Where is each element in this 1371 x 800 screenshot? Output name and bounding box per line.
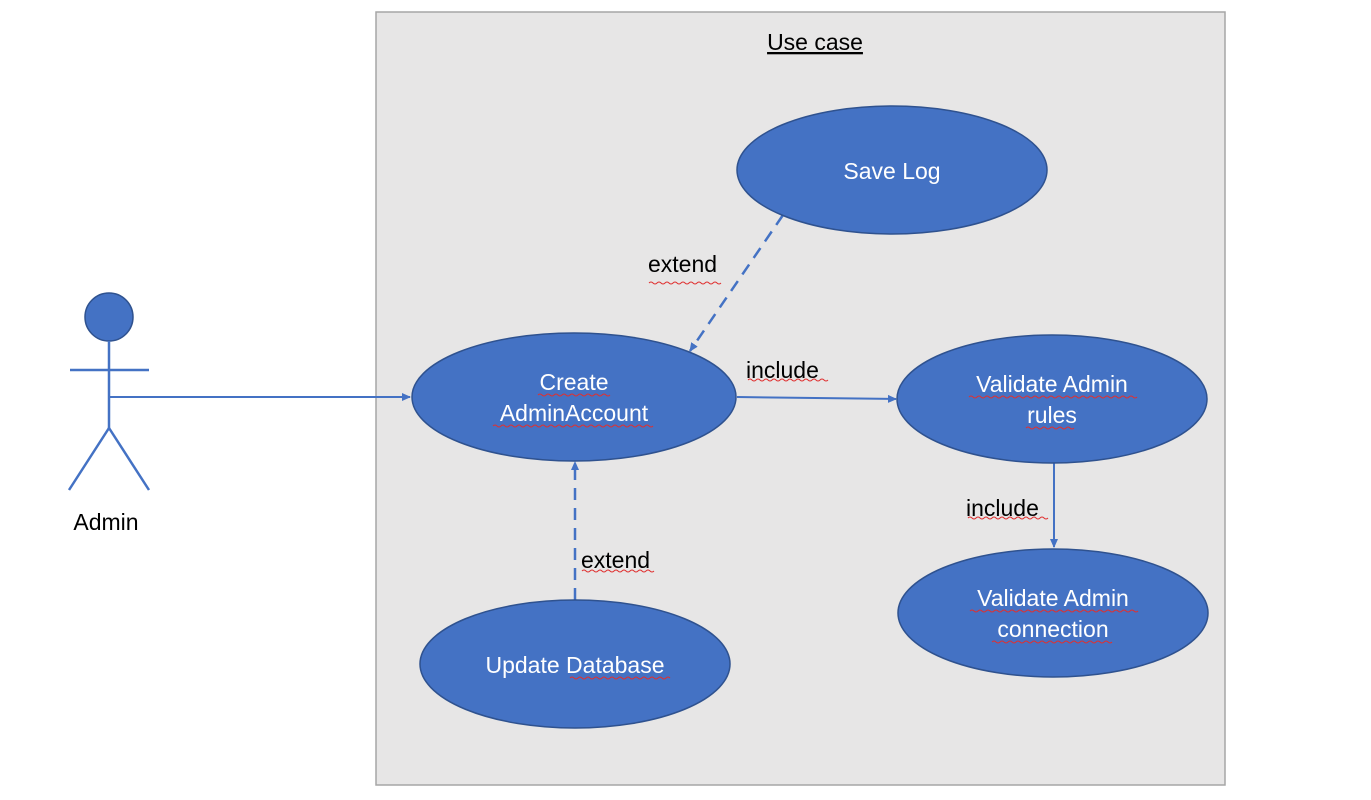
use-case-create-admin-account[interactable]: Create AdminAccount — [411, 332, 737, 462]
use-case-save-log-label: Save Log — [843, 158, 940, 184]
use-case-create-admin-account-shape — [411, 332, 737, 462]
spellcheck-underline — [968, 395, 1138, 399]
use-case-update-database[interactable]: Update Database — [419, 599, 731, 729]
extend-save-log-label: extend — [648, 251, 717, 277]
use-case-validate-admin-connection[interactable]: Validate Admin connection — [897, 548, 1209, 678]
boundary-title: Use case — [767, 29, 863, 55]
use-case-update-database-label: Update Database — [485, 652, 664, 678]
spellcheck-underline — [967, 516, 1049, 520]
spellcheck-underline — [581, 569, 655, 573]
spellcheck-underline — [492, 424, 654, 428]
use-case-validate-admin-rules[interactable]: Validate Admin rules — [896, 334, 1208, 464]
use-case-validate-admin-rules-shape — [896, 334, 1208, 464]
use-case-validate-admin-connection-shape — [897, 548, 1209, 678]
actor-label: Admin — [73, 509, 138, 535]
spellcheck-underline — [537, 393, 611, 397]
spellcheck-underline — [991, 640, 1113, 644]
actor-head — [84, 292, 134, 342]
spellcheck-underline — [648, 281, 722, 285]
actor-admin: Admin — [67, 292, 151, 535]
use-case-save-log-shape — [736, 105, 1048, 235]
spellcheck-underline — [569, 676, 671, 680]
actor-left-leg — [67, 427, 111, 491]
spellcheck-underline — [969, 609, 1139, 613]
spellcheck-underline — [747, 378, 829, 382]
use-case-validate-admin-connection-label-line1: Validate Admin — [977, 585, 1129, 611]
extend-save-log-connector — [688, 214, 785, 352]
use-case-validate-admin-connection-label-line2: connection — [997, 616, 1108, 642]
use-case-validate-admin-rules-label-line2: rules — [1027, 402, 1077, 428]
use-case-update-database-shape — [419, 599, 731, 729]
use-case-save-log[interactable]: Save Log — [736, 105, 1048, 235]
use-case-create-admin-account-label-line1: Create — [539, 369, 608, 395]
include-rules-connector — [736, 394, 897, 403]
use-case-validate-admin-rules-label-line1: Validate Admin — [976, 371, 1128, 397]
actor-right-leg — [107, 427, 151, 491]
spellcheck-underline — [1025, 426, 1075, 430]
extend-update-db-label: extend — [581, 547, 650, 573]
use-case-create-admin-account-label-line2: AdminAccount — [500, 400, 649, 426]
